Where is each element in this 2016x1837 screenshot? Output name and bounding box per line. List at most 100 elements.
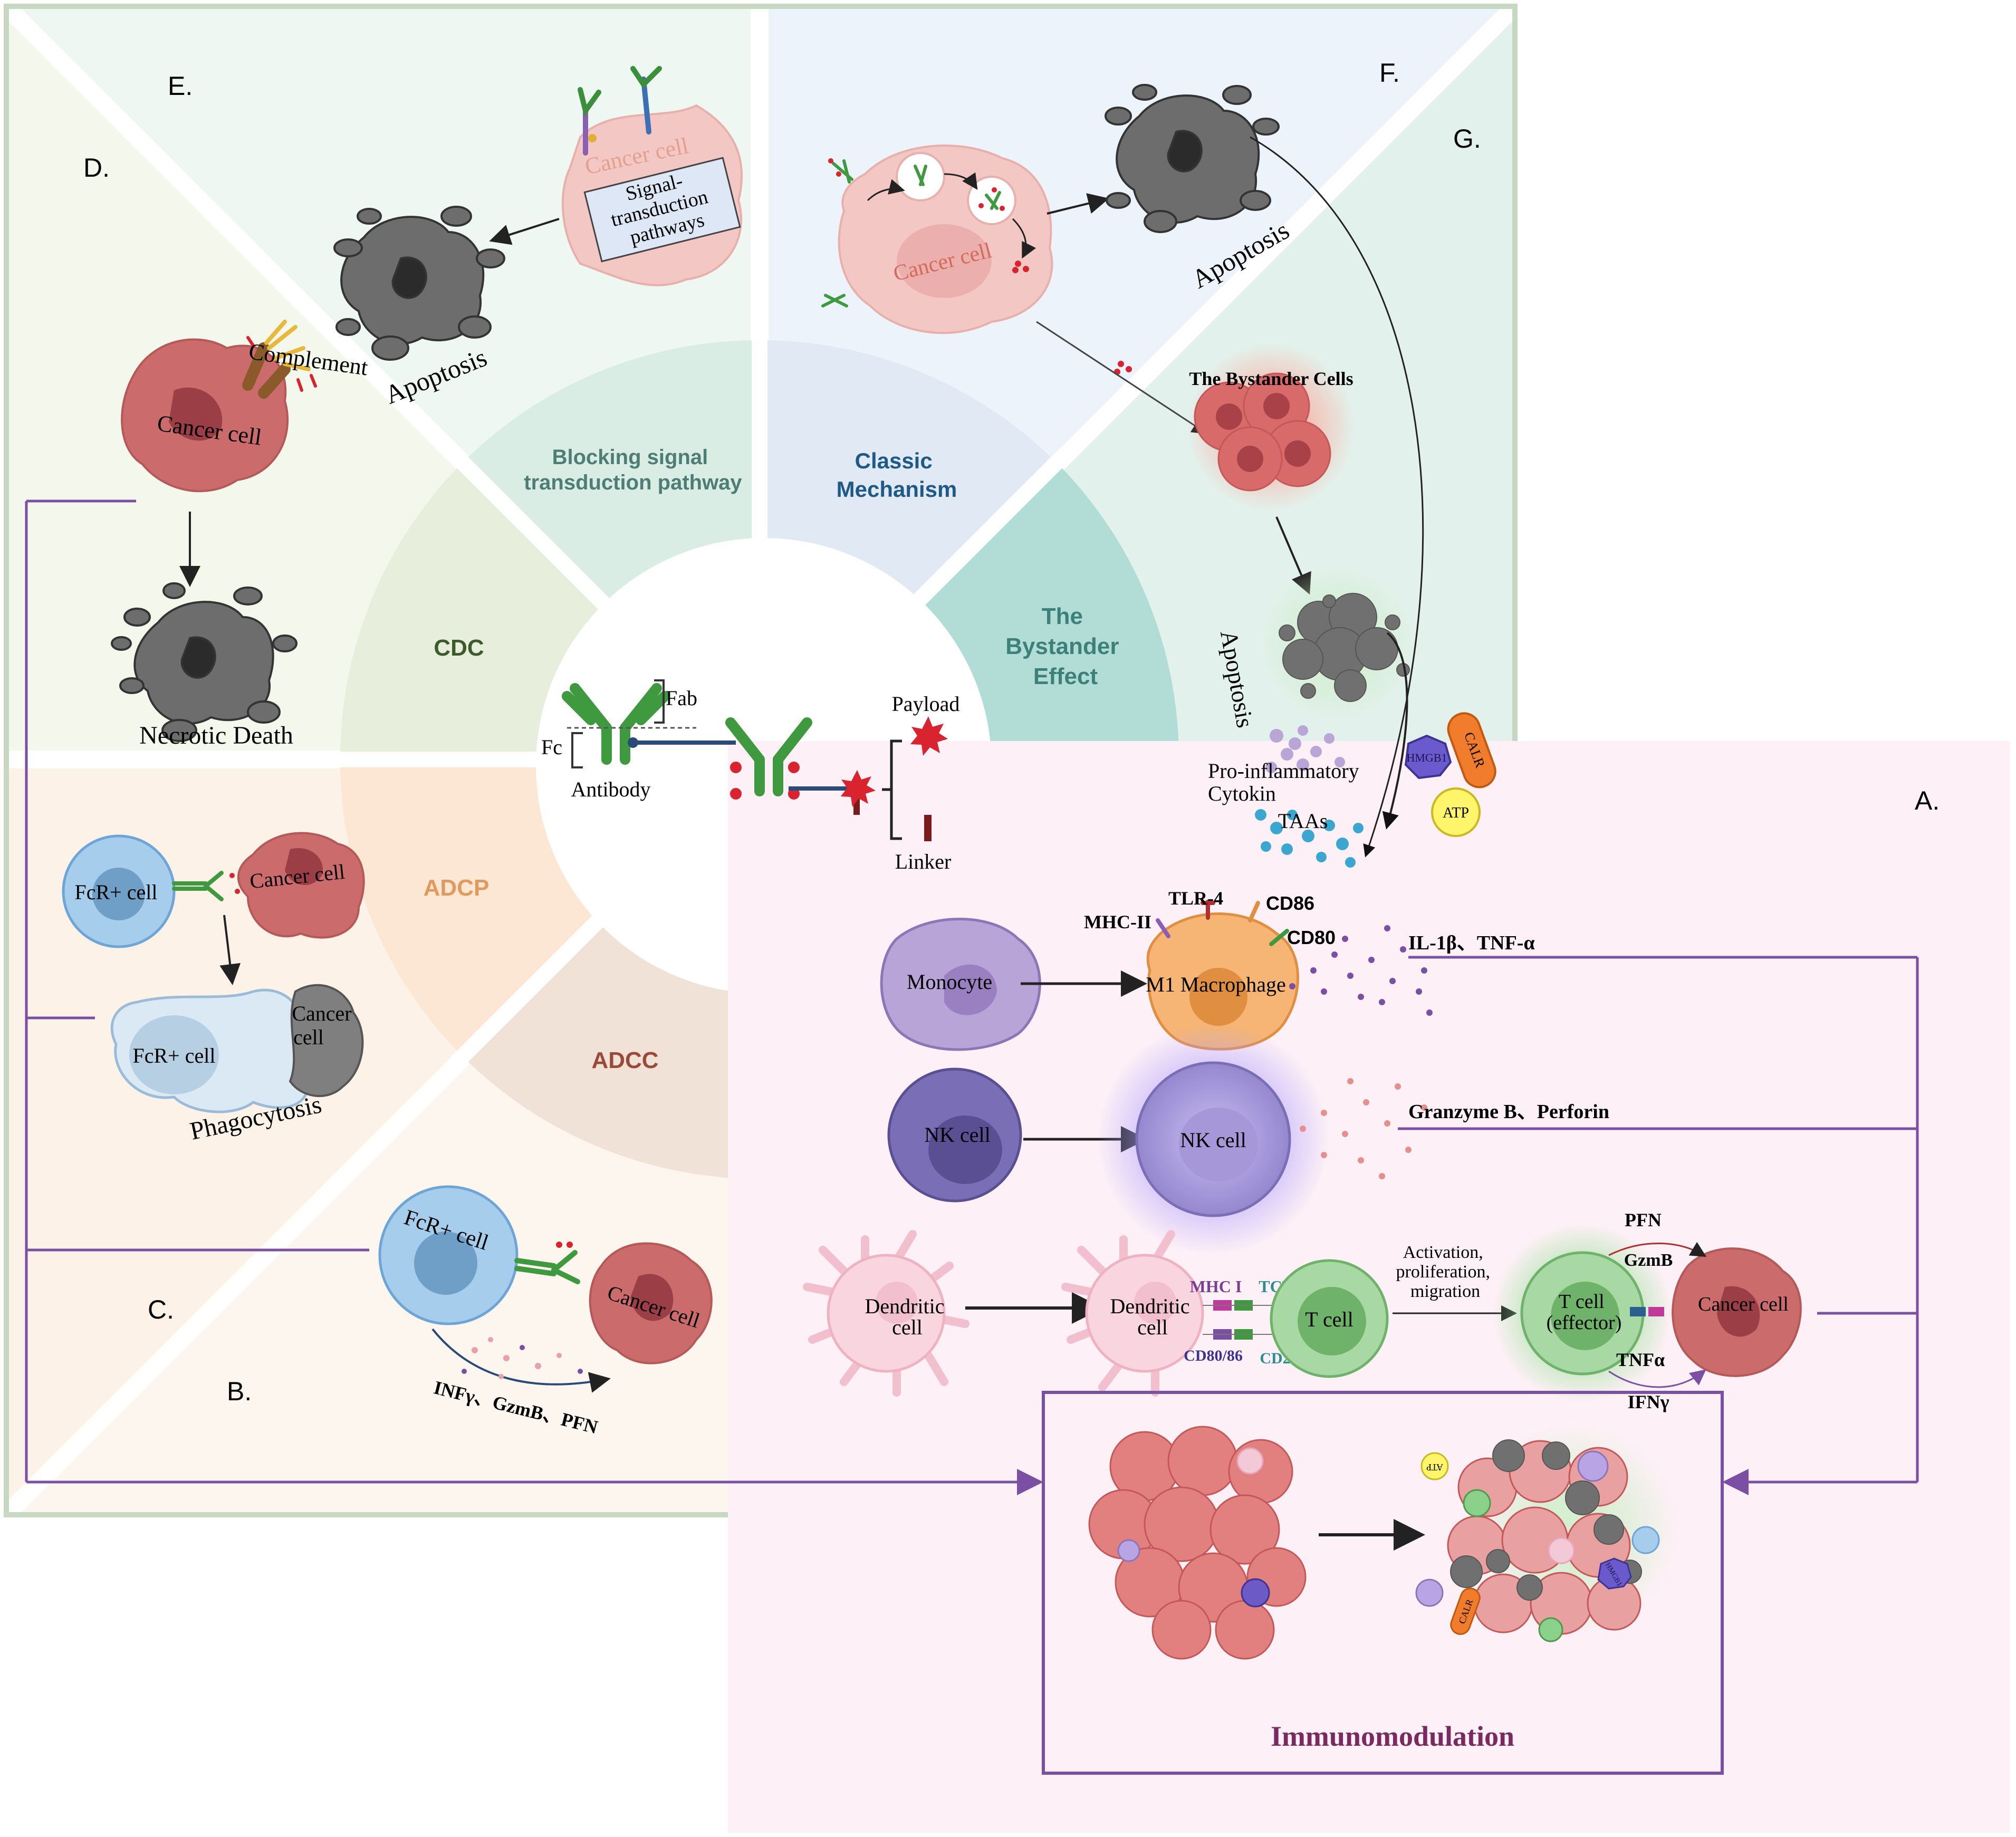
immunomodulation-box [1042, 1391, 1724, 1775]
panel-e: Cancer cell Signal- transduction pathway… [333, 66, 743, 410]
dendritic-cell-1-label: Dendritic cell [865, 1294, 949, 1339]
bridging-antibody-b [514, 1242, 580, 1284]
ring-bystander [912, 463, 1179, 759]
dendritic-cell-2 [1061, 1230, 1204, 1397]
ring-label-blocking: Blocking signal transduction pathway [524, 446, 742, 494]
apoptotic-cell-f [1105, 84, 1280, 233]
fcr-cell-c1-label: FcR+ cell [75, 880, 158, 904]
panel-letter-g: G. [1453, 124, 1481, 153]
ring-cdc [340, 463, 607, 759]
pro-inflammatory-dots [1265, 725, 1345, 773]
engulfed-cancer-cell [289, 984, 364, 1098]
m1-macrophage-label: M1 Macrophage [1146, 973, 1285, 996]
ring-label-bystander: The Bystander Effect [1005, 603, 1125, 689]
signal-pathways-box: Signal- transduction pathways [583, 157, 741, 263]
activation-label: Activation, proliferation, migration [1396, 1243, 1495, 1301]
pfn-label: PFN [1625, 1209, 1662, 1230]
panel-c: FcR+ cell Cancer cell FcR+ cell Cancer c… [62, 832, 365, 1146]
panel-letter-b: B. [227, 1377, 252, 1406]
panel-letter-d: D. [83, 153, 110, 182]
effector-synapse [1630, 1307, 1664, 1316]
ring-adcp [340, 759, 607, 1056]
antibody-icon [562, 683, 670, 765]
svg-text:HMGB1: HMGB1 [1406, 751, 1447, 764]
payload-legend-icon [910, 716, 948, 756]
tlr4-label: TLR-4 [1168, 888, 1223, 909]
tnfa-label: TNFα [1616, 1349, 1665, 1370]
tumor-mass-before [1088, 1426, 1307, 1660]
monocyte-label: Monocyte [907, 970, 992, 994]
cancer-cell-a-label: Cancer cell [1698, 1293, 1789, 1315]
payload-star-icon [841, 770, 876, 807]
linker-legend-icon [924, 815, 932, 841]
cytokine-dots-b [462, 1337, 583, 1379]
panel-a: Pro-inflammatory Cytokin TAAs HMGB1 CALR… [803, 712, 1919, 1775]
dendritic-cell-1 [803, 1230, 969, 1397]
purple-connectors-right [1398, 956, 1919, 1495]
dendritic-cell-2-label: Dendritic cell [1110, 1294, 1195, 1339]
complement-icon [242, 320, 317, 399]
bystander-cells-label: The Bystander Cells [1189, 368, 1353, 389]
svg-text:ATP: ATP [1443, 805, 1469, 821]
t-cell-label: T cell [1305, 1307, 1353, 1331]
cd8086-label: CD80/86 [1184, 1347, 1243, 1364]
il1b-label: IL-1β、TNF-α [1408, 932, 1535, 954]
atp-icon [1431, 787, 1481, 837]
fcr-cell-c2-label: FcR+ cell [133, 1044, 216, 1067]
cancer-cell-c2-label: Cancer cell [292, 1002, 357, 1049]
linker-label: Linker [895, 850, 952, 873]
cd86-label: CD86 [1266, 892, 1314, 914]
svg-text:ATP: ATP [1426, 1462, 1443, 1473]
ring-label-classic: Classic Mechanism [837, 448, 957, 502]
il1b-tnfa-dots [1289, 925, 1433, 1016]
tumor-mass-after: ATP CALR HMGB1 [1415, 1424, 1677, 1642]
purple-connectors-left [25, 499, 1043, 1495]
receptor-antibody-icon [578, 66, 662, 156]
necrotic-death-label: Necrotic Death [139, 722, 293, 749]
fc-label: Fc [541, 735, 562, 759]
adc-payloads [730, 762, 800, 800]
bridging-antibody-c [172, 871, 240, 901]
cancer-cell-c1 [237, 832, 365, 939]
gzmb-label: GzmB [1624, 1251, 1673, 1270]
adc-icon [725, 717, 812, 796]
panel-f: Cancer cell Apoptosis [821, 84, 1294, 435]
mhc1-label: MHC I [1190, 1277, 1242, 1296]
ring-label-adcp: ADCP [424, 875, 489, 901]
bystander-cells [1194, 372, 1331, 492]
calr-small-icon [1450, 1588, 1481, 1635]
granzyme-label: Granzyme B、Perforin [1408, 1101, 1609, 1123]
antibody-label: Antibody [571, 777, 650, 801]
immunomodulation-label: Immunomodulation [1271, 1720, 1514, 1752]
ifng-label: IFNγ [1628, 1391, 1669, 1412]
ring-classic [760, 340, 1057, 607]
panel-letter-f: F. [1379, 58, 1400, 88]
t-cell-effector-label: T cell (effector) [1547, 1291, 1622, 1334]
granzyme-dots [1300, 1078, 1427, 1179]
center-antibody-group: Fab Fc Antibody Payload Linker [541, 679, 960, 873]
taas-label: TAAs [1278, 809, 1328, 833]
hmgb1-icon [1404, 734, 1452, 780]
mhc2-label: MHC-II [1084, 911, 1151, 932]
fab-label: Fab [666, 686, 697, 710]
ring-blocking [463, 340, 760, 607]
pro-inflammatory-label: Pro-inflammatory Cytokin [1208, 759, 1365, 805]
panel-letter-e: E. [168, 71, 193, 101]
macrophage-receptors [1156, 900, 1289, 946]
nk-cell-2-label: NK cell [1180, 1128, 1246, 1152]
necrotic-cell [111, 582, 297, 742]
hmgb1-small-icon [1597, 1557, 1632, 1590]
taa-dots [1255, 809, 1364, 868]
panel-g: The Bystander Cells Apoptosis [1187, 136, 1424, 858]
atp-small-icon [1420, 1452, 1449, 1480]
ring-label-adcc: ADCC [591, 1047, 658, 1073]
panel-letter-a: A. [1915, 786, 1940, 815]
panel-letter-c: C. [148, 1295, 174, 1324]
nk-cell-1-label: NK cell [924, 1123, 991, 1147]
payload-label: Payload [892, 692, 960, 716]
calr-icon [1447, 712, 1496, 788]
apoptotic-cell-e [333, 206, 505, 361]
apoptotic-cluster-g [1279, 593, 1410, 702]
ring-label-cdc: CDC [434, 635, 484, 661]
